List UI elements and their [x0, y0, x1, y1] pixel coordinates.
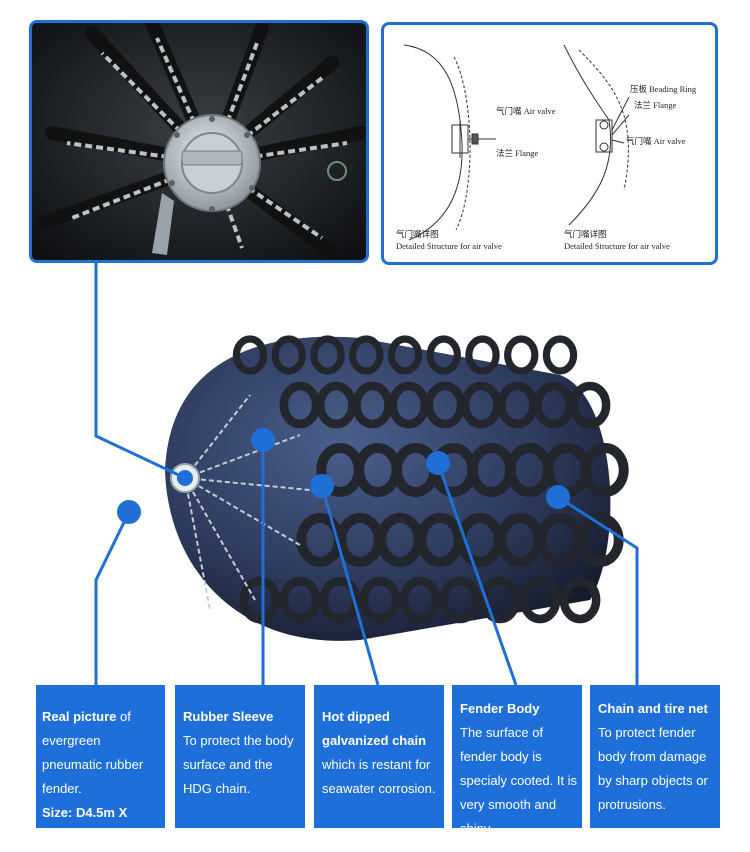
panel-2-heading: Rubber Sleeve: [183, 709, 274, 724]
tire: [460, 381, 502, 429]
panel-rubber-sleeve: Rubber Sleeve To protect the body surfac…: [175, 685, 305, 828]
panel-3-heading: Hot dipped galvanized chain: [322, 709, 427, 748]
tire: [354, 443, 402, 497]
tire: [569, 381, 611, 429]
panel-hdg-chain: Hot dipped galvanized chain which is res…: [314, 685, 444, 828]
valve-cross-section-drawing: [403, 44, 630, 241]
tire: [352, 381, 393, 429]
flange-label-right: 法兰 Flange: [634, 100, 677, 110]
air-valve-label-left: 气门嘴 Air valve: [496, 106, 556, 116]
tire: [316, 443, 364, 497]
beading-ring-label: 压板 Beading Ring: [630, 84, 697, 94]
callout-lines: [94, 263, 639, 686]
tire: [388, 381, 430, 429]
tire: [429, 443, 478, 497]
valve-closeup-photo: [29, 20, 369, 263]
tire: [479, 576, 521, 624]
tire: [542, 335, 578, 375]
tire: [467, 443, 516, 497]
tire: [392, 443, 440, 497]
tire: [559, 576, 601, 624]
tire: [315, 381, 357, 429]
flange-label-left: 法兰 Flange: [496, 148, 539, 158]
air-valve-label-right: 气门嘴 Air valve: [626, 136, 686, 146]
panel-fender-body: Fender Body The surface of fender body i…: [452, 685, 582, 836]
hdg-chains: [184, 394, 311, 611]
tire: [465, 335, 500, 375]
tire: [496, 513, 544, 567]
tire: [279, 576, 321, 624]
panel-real-picture: Real picture of evergreen pneumatic rubb…: [36, 685, 165, 844]
tire: [279, 381, 321, 429]
tire: [232, 335, 268, 375]
tire: [424, 381, 466, 429]
tire: [497, 381, 538, 429]
tire: [581, 443, 629, 497]
tire: [239, 576, 281, 624]
tire: [543, 443, 591, 497]
tire-net: [232, 335, 629, 624]
panel-chain-tire-net: Chain and tire net To protect fender bod…: [590, 685, 720, 828]
panel-5-heading: Chain and tire net: [598, 701, 708, 716]
tire: [310, 335, 345, 375]
tire: [536, 513, 584, 567]
panel-1-body: evergreen pneumatic rubber fender.: [42, 733, 144, 796]
panel-5-body: To protect fender body from damage by sh…: [598, 725, 708, 812]
tire: [359, 576, 401, 624]
callout-dots: [117, 428, 570, 524]
tire: [504, 335, 539, 375]
tire: [387, 335, 423, 375]
tire: [456, 513, 504, 567]
air-valve-structure-diagram: 气门嘴 Air valve 法兰 Flange 气门嘴详图 Detailed S…: [381, 22, 718, 265]
panel-1-size: Size: D4.5m X L9.0m: [42, 805, 128, 844]
tire: [426, 335, 461, 375]
panel-1-heading: Real picture: [42, 709, 117, 724]
tire: [349, 335, 384, 375]
panel-4-body: The surface of fender body is specialy c…: [460, 725, 578, 836]
valve-closeup-illustration: [32, 23, 366, 260]
tire: [399, 576, 441, 624]
tire: [319, 576, 361, 624]
tire: [336, 513, 384, 567]
tire: [505, 443, 553, 497]
panel-4-heading: Fender Body: [460, 701, 540, 716]
tire: [271, 335, 306, 375]
tire: [519, 576, 561, 624]
tire: [533, 381, 575, 429]
tire: [416, 513, 464, 567]
valve-end-plate: [170, 463, 200, 493]
tire: [439, 576, 481, 624]
caption-en-left: Detailed Structure for air valve: [396, 241, 502, 251]
panel-2-body: To protect the body surface and the HDG …: [183, 733, 294, 796]
tire: [296, 513, 344, 567]
caption-cn-right: 气门嘴详图: [564, 229, 607, 239]
tire: [376, 513, 424, 567]
panel-3-body: which is restant for seawater corrosion.: [322, 757, 436, 796]
caption-cn-left: 气门嘴详图: [396, 229, 439, 239]
panel-1-heading-tail: of: [116, 709, 131, 724]
caption-en-right: Detailed Structure for air valve: [564, 241, 670, 251]
tire: [576, 513, 624, 567]
